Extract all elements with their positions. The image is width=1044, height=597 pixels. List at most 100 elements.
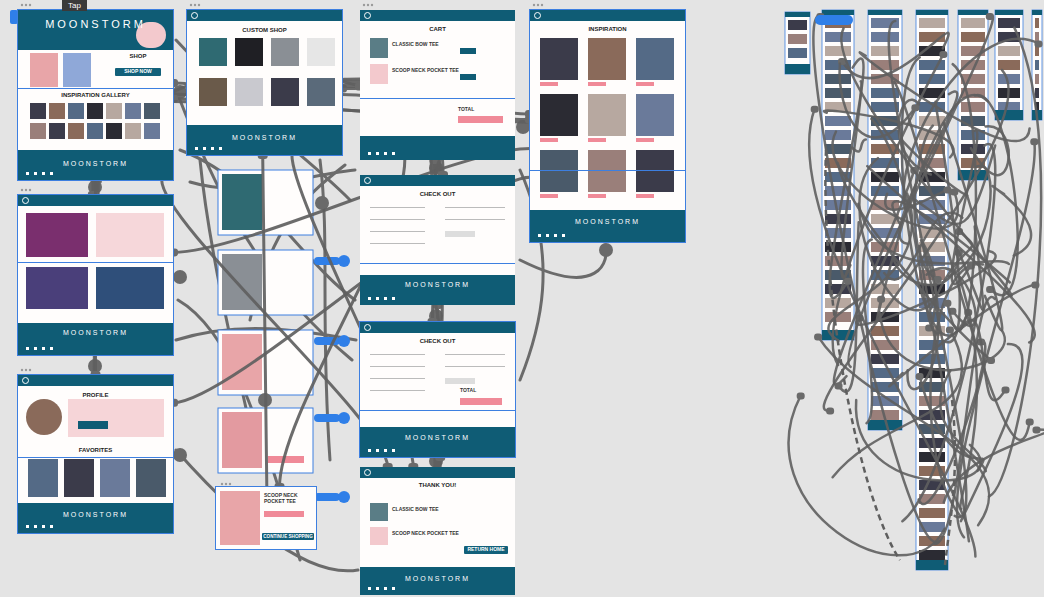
logo-icon [364, 324, 371, 331]
image-block [26, 267, 88, 309]
header-bar [360, 467, 515, 478]
mobile-connector [841, 28, 1011, 295]
mobile-artboard [785, 12, 810, 74]
image-block [370, 64, 388, 84]
mobile-connector [902, 144, 995, 521]
artboard-text: CHECK OUT [360, 338, 515, 345]
artboard: CHECK OUTMOONSTORM [360, 175, 515, 305]
artboard-text: PROFILE [18, 392, 173, 399]
artboard-text: SHOP [113, 53, 163, 60]
canvas-shape [229, 483, 231, 485]
mobile-handle [943, 300, 951, 307]
artboard-text: THANK YOU! [360, 482, 515, 489]
image-block [588, 138, 606, 142]
mobile-image [998, 18, 1020, 28]
image-block [235, 78, 263, 106]
image-block [370, 231, 425, 232]
mobile-handle [987, 357, 995, 364]
mobile-connector [852, 139, 866, 151]
image-block [588, 94, 626, 136]
image-block [100, 459, 130, 497]
canvas-shape [371, 4, 373, 6]
image-block [445, 207, 505, 208]
footer-bar [18, 323, 173, 355]
canvas-shape [363, 4, 365, 6]
artboard-text: MOONSTORM [18, 511, 173, 519]
image-block [370, 243, 425, 244]
image-block [271, 38, 299, 66]
image-block [360, 410, 515, 411]
mobile-image [825, 74, 851, 84]
image-block [18, 262, 173, 263]
dashed-connector [825, 150, 900, 560]
image-block [540, 194, 558, 198]
canvas-shape [190, 4, 192, 6]
canvas-shape [314, 257, 340, 265]
artboard: CARTCLASSIC BOW TEESCOOP NECK POCKET TEE… [360, 10, 515, 160]
mobile-image [919, 18, 945, 28]
mobile-handle [1026, 419, 1034, 426]
social-icons [368, 449, 398, 452]
artboard-text: CONTINUE SHOPPING [262, 533, 314, 540]
mobile-header [958, 10, 988, 15]
mobile-image [788, 34, 807, 44]
image-block [370, 207, 425, 208]
image-block [30, 123, 46, 139]
logo-icon [534, 12, 541, 19]
footer-bar [530, 210, 685, 242]
mobile-footer [916, 560, 948, 570]
artboard-text: MOONSTORM [18, 18, 173, 31]
artboard-text: SCOOP NECK POCKET TEE [392, 68, 482, 74]
mobile-connector [894, 82, 1029, 440]
image-block [68, 123, 84, 139]
mobile-connector [871, 119, 940, 334]
mobile-handle [986, 13, 994, 20]
image-block [540, 150, 578, 192]
mobile-image [998, 46, 1020, 56]
mobile-handle [1033, 427, 1041, 434]
artboard: CUSTOM SHOP MOONSTORM [187, 10, 342, 155]
mobile-image [788, 20, 807, 30]
image-block [360, 98, 515, 99]
footer-bar [360, 275, 515, 305]
image-block [370, 378, 425, 379]
header-bar [360, 175, 515, 186]
canvas-shape [541, 4, 543, 6]
artboard-text: CUSTOM SHOP [187, 27, 342, 34]
image-block [360, 263, 515, 264]
canvas-shape [314, 493, 340, 501]
image-block [636, 194, 654, 198]
connector [258, 151, 268, 487]
canvas-shape [520, 245, 606, 277]
mobile-image [961, 32, 985, 42]
artboard: MOONSTORMSHOPSHOP NOWINSPIRATION GALLERY… [18, 10, 173, 180]
image-block [144, 103, 160, 119]
mobile-image [1035, 74, 1039, 84]
mobile-image [871, 32, 899, 42]
artboard: THANK YOU!CLASSIC BOW TEESCOOP NECK POCK… [360, 467, 515, 595]
social-icons [538, 234, 568, 237]
image-block [87, 123, 103, 139]
mobile-connector [842, 33, 949, 78]
mobile-image [825, 116, 851, 126]
mobile-connector [833, 329, 963, 477]
logo-icon [364, 469, 371, 476]
canvas-shape [785, 10, 1044, 570]
canvas-shape [338, 255, 350, 267]
image-block [87, 103, 103, 119]
header-bar [360, 10, 515, 21]
artboard-text: MOONSTORM [187, 134, 342, 142]
logo-icon [364, 177, 371, 184]
mobile-image [825, 88, 851, 98]
header-bar [187, 10, 342, 21]
mobile-handle [814, 334, 822, 341]
mobile-header [785, 12, 810, 17]
mobile-connector [848, 15, 993, 366]
mobile-image [961, 102, 985, 112]
social-icons [26, 172, 56, 175]
social-icons [368, 587, 398, 590]
image-block [220, 491, 260, 545]
image-block [199, 38, 227, 66]
image-block [370, 527, 388, 545]
